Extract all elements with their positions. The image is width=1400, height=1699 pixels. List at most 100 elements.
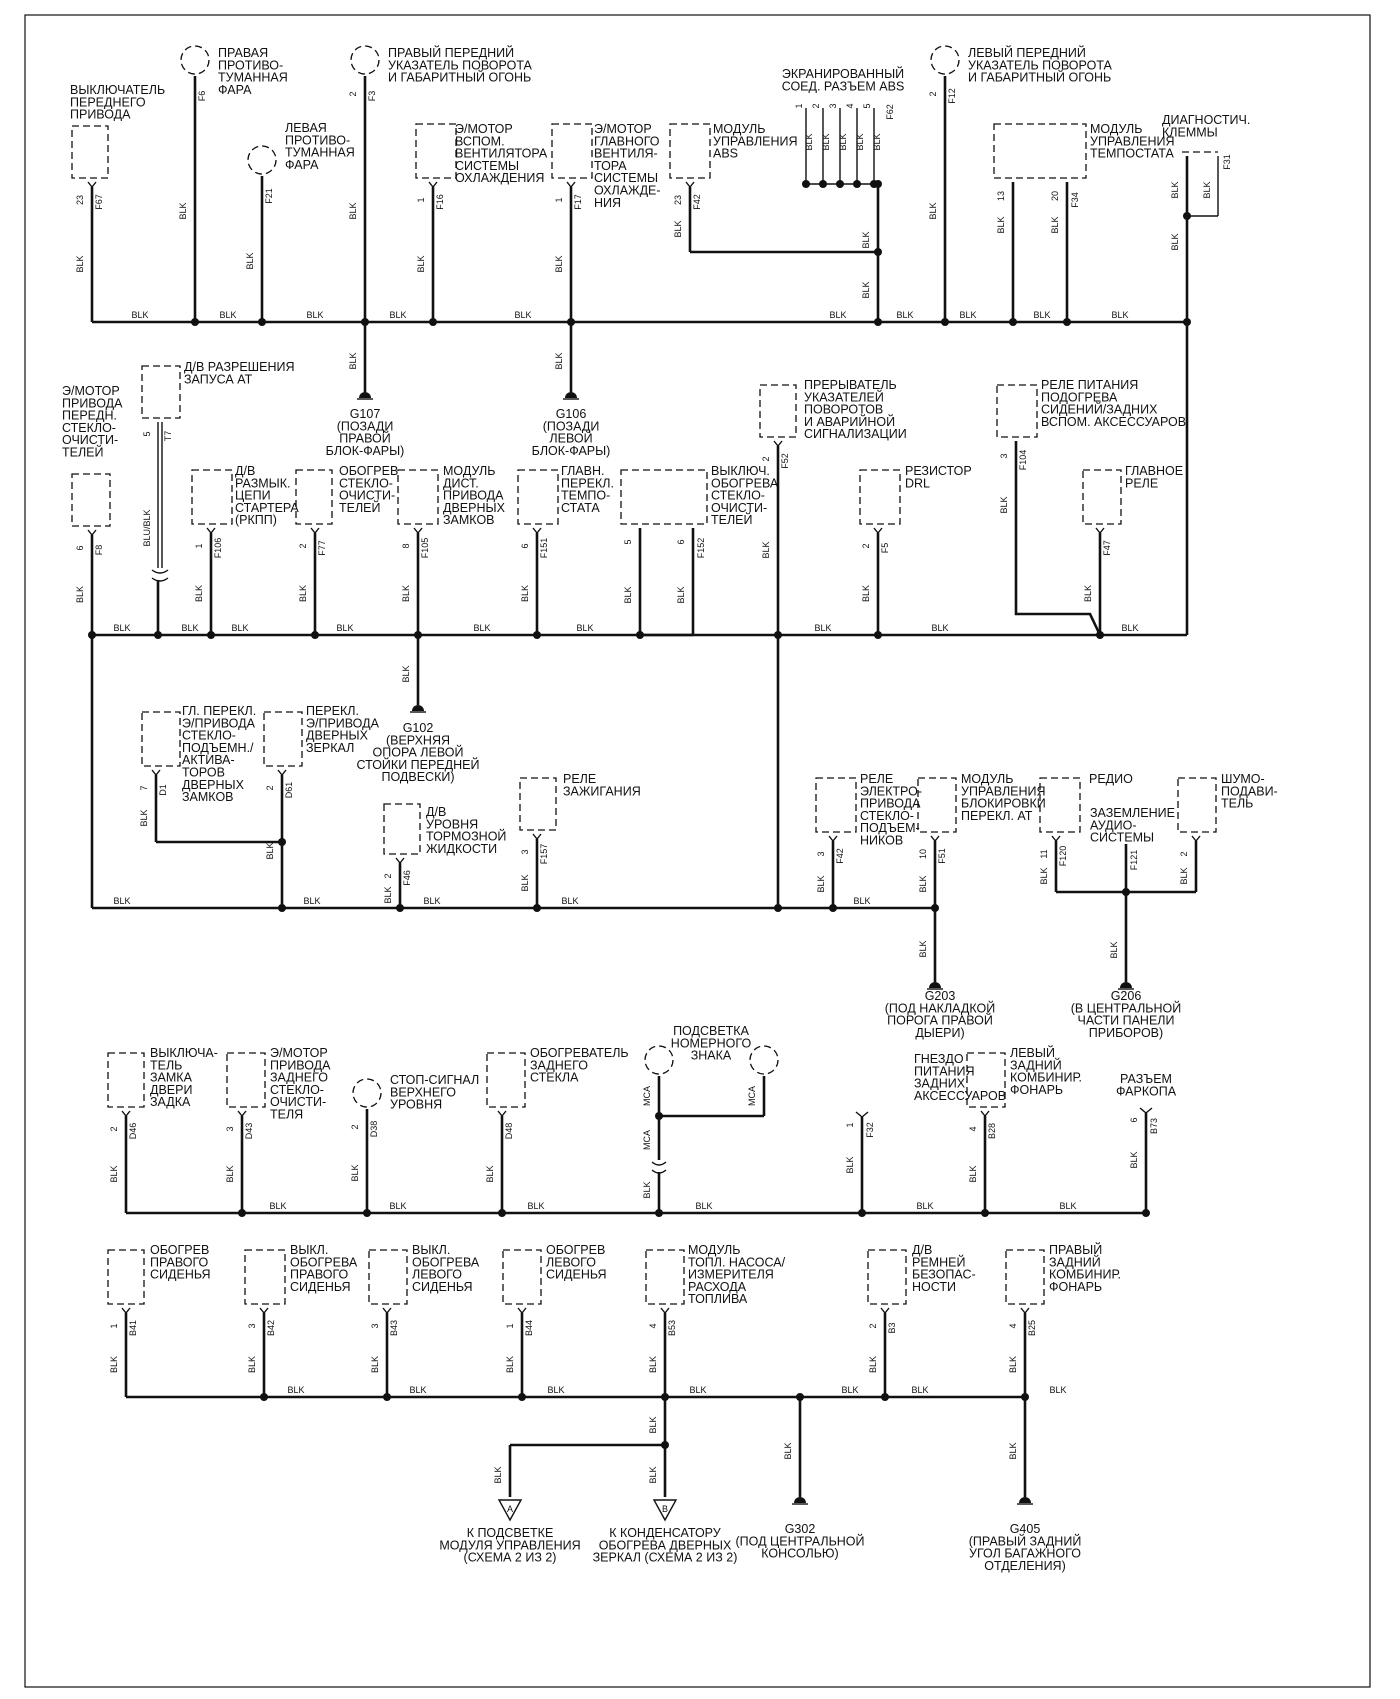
pin-number: 1 xyxy=(794,103,804,108)
component-label: ФОНАРЬ xyxy=(1049,1280,1102,1294)
wire-color-label: BLK xyxy=(1121,623,1138,633)
component-label: ОБОГРЕВ xyxy=(339,464,398,478)
wire-color-label: MCA xyxy=(642,1130,652,1150)
connector-code: B25 xyxy=(1027,1320,1037,1336)
wire-color-label: BLK xyxy=(505,1356,515,1373)
wire-color-label: BLK xyxy=(401,665,411,682)
pin-number: 1 xyxy=(194,543,204,548)
component-label: ЖИДКОСТИ xyxy=(426,842,497,856)
component-label: ЗАДКА xyxy=(150,1095,191,1109)
component-label: И АВАРИЙНОЙ xyxy=(804,414,895,429)
terminal-mark xyxy=(1095,527,1105,535)
component-label: БЕЗОПАС- xyxy=(912,1268,976,1282)
component-label: ОЧИСТИ- xyxy=(62,433,118,447)
component-label: СИСТЕМЫ xyxy=(455,159,519,173)
component-box xyxy=(815,777,857,833)
wire-color-label: BLK xyxy=(761,541,771,558)
pin-number: 2 xyxy=(265,785,275,790)
wire-color-label: BLK xyxy=(113,623,130,633)
component-label: ПРИВОДА xyxy=(70,108,131,122)
connector-code: F151 xyxy=(539,538,549,559)
component-label: ФАРКОПА xyxy=(1116,1084,1177,1098)
component-box xyxy=(107,1052,145,1108)
pin-number: 6 xyxy=(75,545,85,550)
terminal-mark xyxy=(773,440,783,448)
component-label: ЛЕВОГО xyxy=(546,1255,596,1269)
component-box xyxy=(141,711,181,767)
component-label: ОБОГРЕВАТЕЛЬ xyxy=(530,1046,629,1060)
terminal-mark xyxy=(87,181,97,189)
component-label: ТЕЛЯ xyxy=(270,1108,303,1122)
pin-number: 1 xyxy=(845,1122,855,1127)
connector-code: B73 xyxy=(1149,1118,1159,1134)
wire-color-label: BLK xyxy=(838,133,848,150)
component-label: DRL xyxy=(905,476,930,490)
component-label: МОДУЛЬ xyxy=(713,122,765,136)
wire-color-label: BLK xyxy=(642,1181,652,1198)
wire-color-label: BLK xyxy=(298,585,308,602)
component-label: ОЧИСТИ- xyxy=(711,501,767,515)
component-label: АУДИО- xyxy=(1090,818,1137,832)
component-label: И ГАБАРИТНЫЙ ОГОНЬ xyxy=(968,70,1111,85)
component-label: НИКОВ xyxy=(860,834,903,848)
component-label: ДИСТ. xyxy=(443,476,479,490)
wire-color-label: BLK xyxy=(821,133,831,150)
wire-color-label: BLU/BLK xyxy=(142,509,152,546)
component-label: ПРОТИВО- xyxy=(218,58,283,72)
wire-color-label: BLK xyxy=(816,875,826,892)
wire-color-label: BLK xyxy=(916,1201,933,1211)
component-label: ТУМАННАЯ xyxy=(285,146,355,160)
component-label: Э/ПРИВОДА xyxy=(306,716,380,730)
component-label: УКАЗАТЕЛЬ ПОВОРОТА xyxy=(388,58,533,72)
connector-code: F34 xyxy=(1070,192,1080,208)
component-box xyxy=(759,384,797,438)
component-label: ТОРА xyxy=(594,159,627,173)
component-box xyxy=(996,384,1038,438)
component-label: СИДЕНИЙ/ЗАДНИХ xyxy=(1041,402,1158,417)
component-label: Э/ПРИВОДА xyxy=(182,716,256,730)
component-label: ВСПОМ. АКСЕССУАРОВ xyxy=(1041,415,1186,429)
component-label: ПРАВОГО xyxy=(150,1255,209,1269)
component-label: НОСТИ xyxy=(912,1280,956,1294)
wire-color-label: BLK xyxy=(648,1466,658,1483)
pin-number: 2 xyxy=(109,1126,119,1131)
ground-label: (В ЦЕНТРАЛЬНОЙ xyxy=(1071,1000,1181,1015)
connector-code: D1 xyxy=(158,784,168,796)
wire-color-label: BLK xyxy=(493,1466,503,1483)
terminal-mark xyxy=(1051,835,1061,843)
component-label: ДВЕРНЫХ xyxy=(443,501,506,515)
wire-color-label: BLK xyxy=(1202,181,1212,198)
component-box xyxy=(263,711,303,767)
wire-color-label: BLK xyxy=(520,874,530,891)
component-label: ПЕРЕДНЕГО xyxy=(70,95,146,109)
offpage-label: ОБОГРЕВА ДВЕРНЫХ xyxy=(599,1538,732,1552)
component-label: ОБОГРЕВ xyxy=(546,1243,605,1257)
component-label: СИГНАЛИЗАЦИИ xyxy=(804,427,907,441)
connector-code: D43 xyxy=(244,1123,254,1140)
wire-color-label: BLK xyxy=(1083,585,1093,602)
component-label: Д/В РАЗРЕШЕНИЯ xyxy=(184,360,295,374)
connector-code: F157 xyxy=(539,844,549,865)
wire-color-label: BLK xyxy=(996,216,1006,233)
wire-color-label: BLK xyxy=(1050,216,1060,233)
connector-code: B3 xyxy=(887,1322,897,1333)
component-box xyxy=(383,803,421,855)
component-label: ЛЕВОГО xyxy=(412,1268,462,1282)
connector-code: B42 xyxy=(266,1320,276,1336)
offpage-letter: A xyxy=(507,1504,513,1514)
component-box xyxy=(71,125,109,179)
ground-label: ПРАВОЙ xyxy=(339,431,390,446)
component-label: НИЯ xyxy=(594,196,621,210)
component-label: Д/В xyxy=(426,805,446,819)
component-label: СТЕКЛО- xyxy=(182,729,236,743)
component-label: Д/В xyxy=(912,1243,932,1257)
wire-color-label: BLK xyxy=(247,1356,257,1373)
wire-color-label: BLK xyxy=(623,586,633,603)
terminal-mark xyxy=(413,527,423,535)
component-label: И ГАБАРИТНЫЙ ОГОНЬ xyxy=(388,70,531,85)
component-label: ЭЛЕКТРО- xyxy=(860,784,922,798)
ground-symbol xyxy=(1120,982,1132,988)
pin-number: 2 xyxy=(761,456,771,461)
component-label: МОДУЛЬ xyxy=(688,1243,740,1257)
connector-code: F47 xyxy=(1102,540,1112,556)
